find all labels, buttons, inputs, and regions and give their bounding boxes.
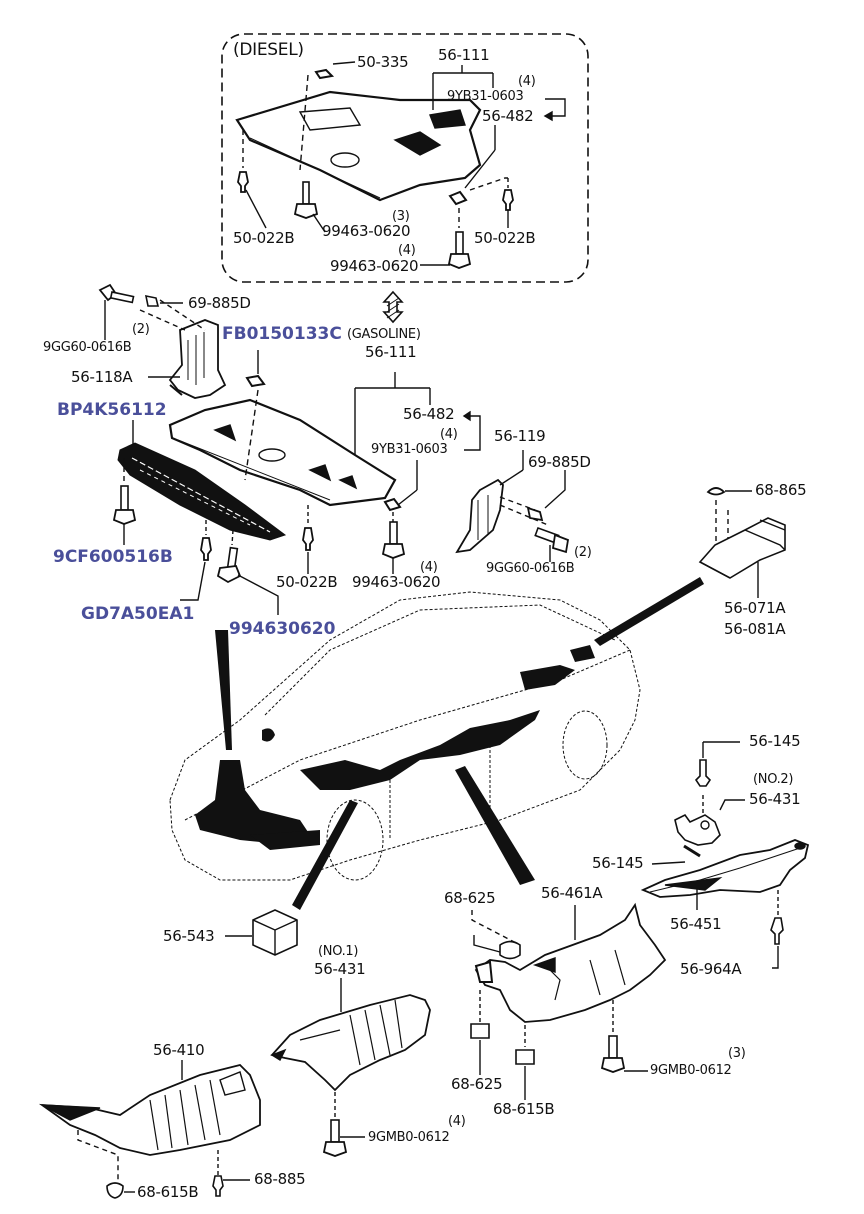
part-label-56-461A[interactable]: 56-461A <box>541 884 603 902</box>
diesel-section-frame <box>221 33 589 283</box>
annotation-GD7A50EA1[interactable]: GD7A50EA1 <box>81 604 195 624</box>
bracket-56-118A <box>168 319 227 399</box>
part-label-9GG60-0616B-right[interactable]: 9GG60-0616B <box>486 561 575 576</box>
part-label-56-543[interactable]: 56-543 <box>163 927 215 945</box>
part-label-68-615B-left[interactable]: 68-615B <box>137 1183 199 1201</box>
annotation-9CF600516B[interactable]: 9CF600516B <box>53 547 173 567</box>
part-label-68-625-bottom[interactable]: 68-625 <box>451 1075 503 1093</box>
quantity-label: (4) <box>420 560 438 575</box>
part-label-69-885D-right[interactable]: 69-885D <box>528 453 591 471</box>
part-label-50-335[interactable]: 50-335 <box>357 53 409 71</box>
gasoline-section-header: (GASOLINE) <box>347 327 421 342</box>
vehicle-body-outline <box>169 591 641 881</box>
part-label-68-865[interactable]: 68-865 <box>755 481 807 499</box>
part-label-9YB31-0603-diesel[interactable]: 9YB31-0603 <box>447 89 524 104</box>
part-label-56-118A[interactable]: 56-118A <box>71 368 133 386</box>
vehicle-underbody-highlight <box>195 645 595 850</box>
front-undercover-BP4K56112 <box>117 442 287 541</box>
interchange-arrow-icon <box>382 290 404 324</box>
part-label-56-482-gasoline[interactable]: 56-482 <box>403 405 455 423</box>
part-label-56-111-gasoline[interactable]: 56-111 <box>365 343 417 361</box>
quantity-label: (2) <box>574 545 592 560</box>
part-label-56-145-mid[interactable]: 56-145 <box>592 854 644 872</box>
part-label-56-145-top[interactable]: 56-145 <box>749 732 801 750</box>
part-label-9GMB0-0612-right[interactable]: 9GMB0-0612 <box>650 1063 732 1078</box>
gasoline-under-cover-56-111 <box>168 398 397 507</box>
part-label-56-111-diesel[interactable]: 56-111 <box>438 46 490 64</box>
part-label-9YB31-0603-gasoline[interactable]: 9YB31-0603 <box>371 442 448 457</box>
part-label-56-451[interactable]: 56-451 <box>670 915 722 933</box>
pointer-insulator <box>292 800 358 910</box>
quantity-label: (4) <box>440 427 458 442</box>
part-label-50-022B-diesel-right[interactable]: 50-022B <box>474 229 536 247</box>
part-label-no1: (NO.1) <box>318 944 359 959</box>
part-label-50-022B-diesel-left[interactable]: 50-022B <box>233 229 295 247</box>
quantity-label: (3) <box>728 1046 746 1061</box>
bracket-56-451 <box>640 839 810 898</box>
part-label-69-885D-left[interactable]: 69-885D <box>188 294 251 312</box>
quantity-label: (4) <box>518 74 536 89</box>
part-label-no2: (NO.2) <box>753 772 794 787</box>
part-label-99463-0620-gasoline[interactable]: 99463-0620 <box>352 573 441 591</box>
bracket-56-119 <box>455 478 504 554</box>
part-label-56-482-diesel[interactable]: 56-482 <box>482 107 534 125</box>
annotation-994630620[interactable]: 994630620 <box>229 619 336 639</box>
part-label-50-022B-gasoline[interactable]: 50-022B <box>276 573 338 591</box>
pointer-center <box>455 766 535 885</box>
part-label-9GMB0-0612-left[interactable]: 9GMB0-0612 <box>368 1130 450 1145</box>
bracket-56-431-no2 <box>674 813 721 846</box>
part-label-99463-0620-diesel-a[interactable]: 99463-0620 <box>322 222 411 240</box>
part-label-68-625-top[interactable]: 68-625 <box>444 889 496 907</box>
block-56-543 <box>252 909 298 956</box>
insulator-56-431-no1 <box>270 994 431 1092</box>
pointer-rear <box>594 577 704 646</box>
part-label-56-431-no2[interactable]: 56-431 <box>749 790 801 808</box>
pointer-front <box>215 630 232 750</box>
part-label-56-119[interactable]: 56-119 <box>494 427 546 445</box>
quantity-label: (3) <box>392 209 410 224</box>
part-label-68-885[interactable]: 68-885 <box>254 1170 306 1188</box>
pad-56-071A <box>698 517 786 579</box>
annotation-BP4K56112[interactable]: BP4K56112 <box>57 400 167 420</box>
diesel-under-cover-56-111 <box>235 90 482 202</box>
insulator-56-461A <box>474 902 667 1023</box>
quantity-label: (4) <box>448 1114 466 1129</box>
quantity-label: (2) <box>132 322 150 337</box>
part-label-68-615B-right[interactable]: 68-615B <box>493 1100 555 1118</box>
diesel-section-header: (DIESEL) <box>233 40 304 60</box>
part-label-56-081A[interactable]: 56-081A <box>724 620 786 638</box>
annotation-FB0150133C[interactable]: FB0150133C <box>222 324 342 344</box>
part-label-56-431-no1[interactable]: 56-431 <box>314 960 366 978</box>
quantity-label: (4) <box>398 243 416 258</box>
part-label-99463-0620-diesel-b[interactable]: 99463-0620 <box>330 257 419 275</box>
part-label-9GG60-0616B-left[interactable]: 9GG60-0616B <box>43 340 132 355</box>
part-label-56-071A[interactable]: 56-071A <box>724 599 786 617</box>
part-label-56-964A[interactable]: 56-964A <box>680 960 742 978</box>
insulator-56-410 <box>38 1064 261 1156</box>
part-label-56-410[interactable]: 56-410 <box>153 1041 205 1059</box>
